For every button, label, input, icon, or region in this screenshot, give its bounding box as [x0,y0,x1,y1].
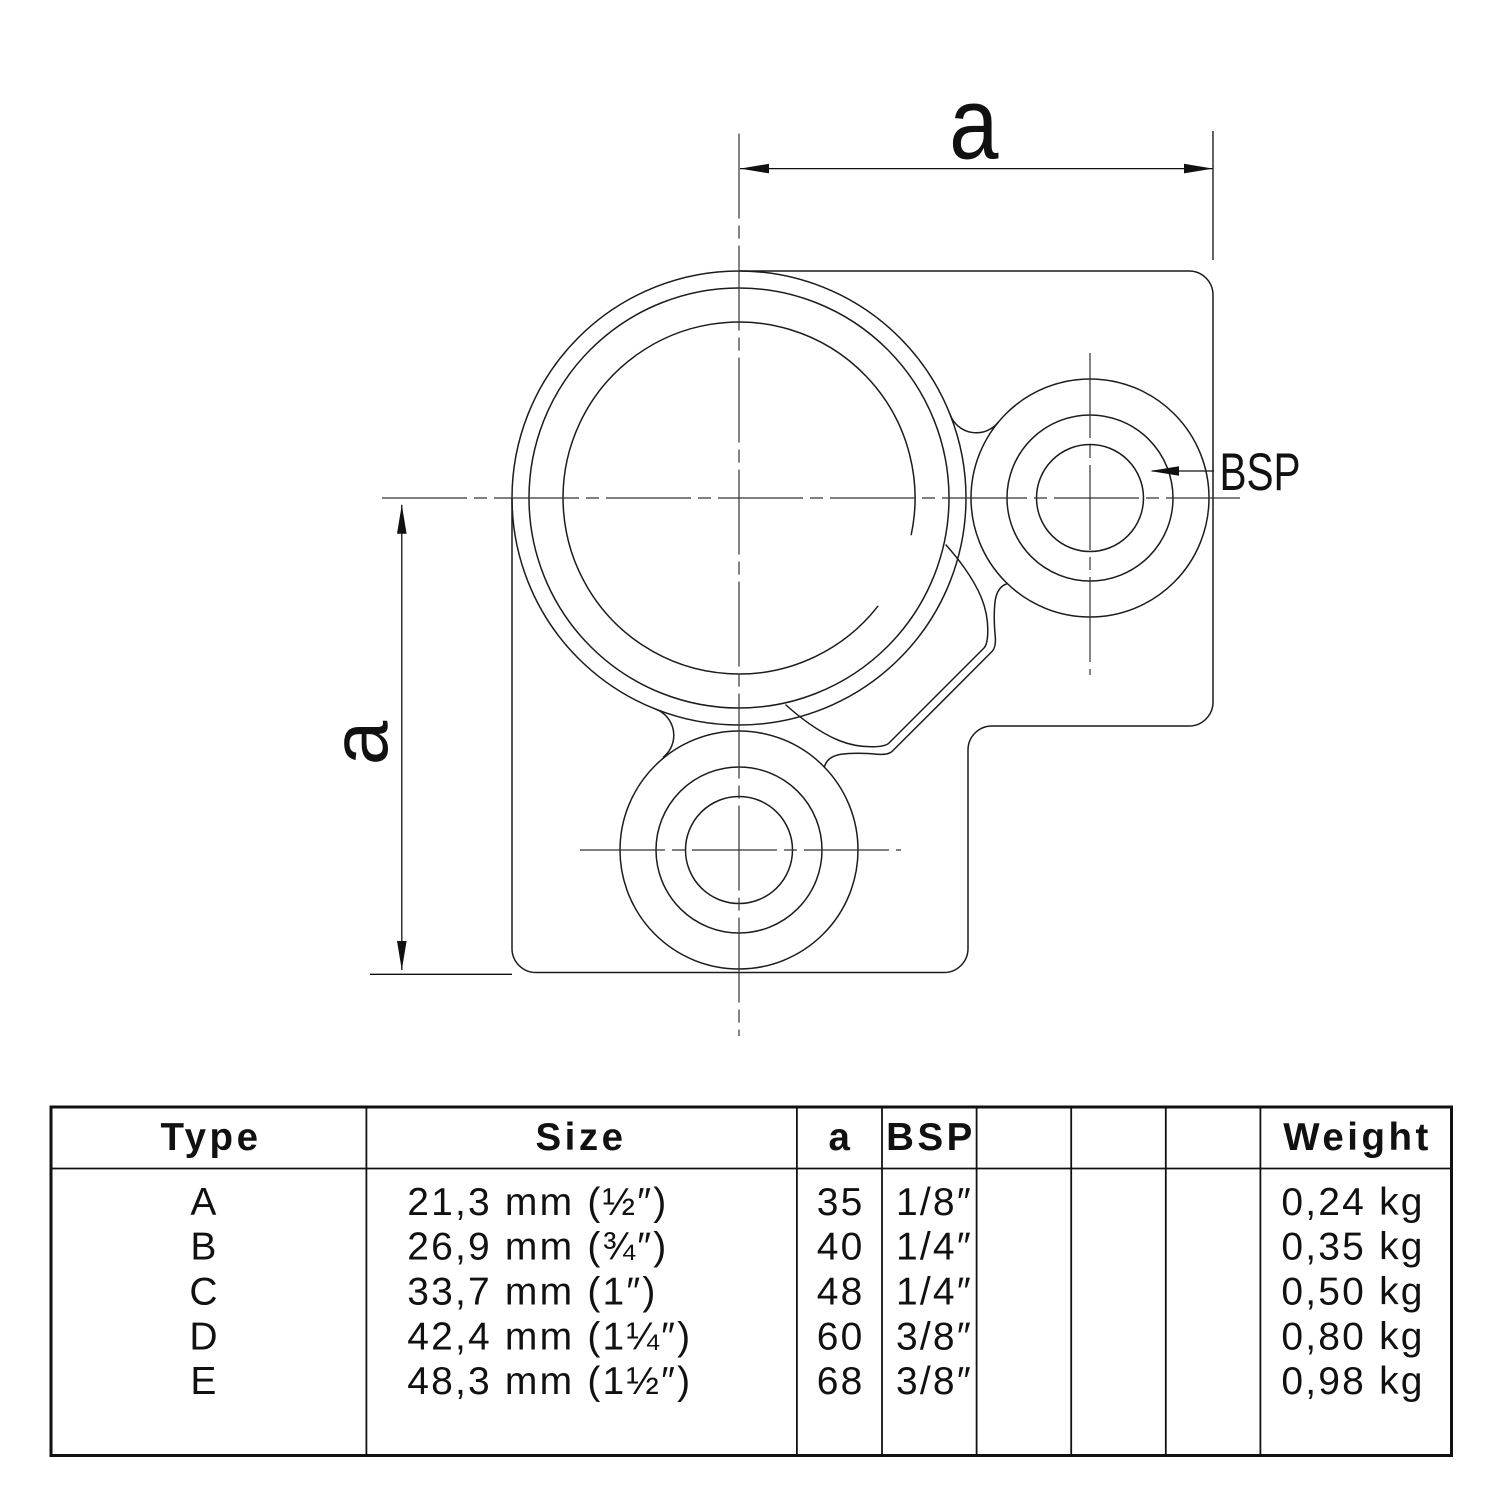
svg-text:40: 40 [817,1226,865,1269]
svg-text:a: a [829,1116,854,1159]
svg-text:1/4″: 1/4″ [896,1271,973,1314]
svg-text:0,24 kg: 0,24 kg [1281,1181,1424,1224]
svg-text:26,9 mm (¾″): 26,9 mm (¾″) [407,1226,668,1269]
svg-text:3/8″: 3/8″ [896,1360,973,1403]
svg-text:21,3 mm (½″): 21,3 mm (½″) [407,1181,668,1224]
svg-text:0,50 kg: 0,50 kg [1281,1271,1424,1314]
svg-text:Weight: Weight [1283,1116,1432,1159]
svg-text:a: a [315,720,404,765]
svg-text:a: a [949,67,999,181]
svg-text:Size: Size [535,1116,626,1159]
svg-text:0,35 kg: 0,35 kg [1281,1226,1424,1269]
svg-text:C: C [189,1271,219,1314]
svg-text:D: D [189,1315,219,1358]
svg-text:BSP: BSP [886,1116,976,1159]
svg-text:48,3 mm (1½″): 48,3 mm (1½″) [407,1360,692,1403]
svg-text:1/8″: 1/8″ [896,1181,973,1224]
svg-text:35: 35 [817,1181,865,1224]
svg-text:68: 68 [817,1360,865,1403]
svg-text:33,7 mm (1″): 33,7 mm (1″) [407,1271,657,1314]
svg-text:A: A [190,1181,218,1224]
svg-text:48: 48 [817,1271,865,1314]
svg-text:1/4″: 1/4″ [896,1226,973,1269]
svg-text:60: 60 [817,1315,865,1358]
svg-text:Type: Type [160,1116,261,1159]
svg-text:3/8″: 3/8″ [896,1315,973,1358]
svg-text:B: B [190,1226,218,1269]
svg-text:0,98 kg: 0,98 kg [1281,1360,1424,1403]
svg-text:0,80 kg: 0,80 kg [1281,1315,1424,1358]
svg-text:BSP: BSP [1219,442,1300,502]
svg-text:42,4 mm (1¼″): 42,4 mm (1¼″) [407,1315,692,1358]
svg-text:E: E [190,1360,218,1403]
